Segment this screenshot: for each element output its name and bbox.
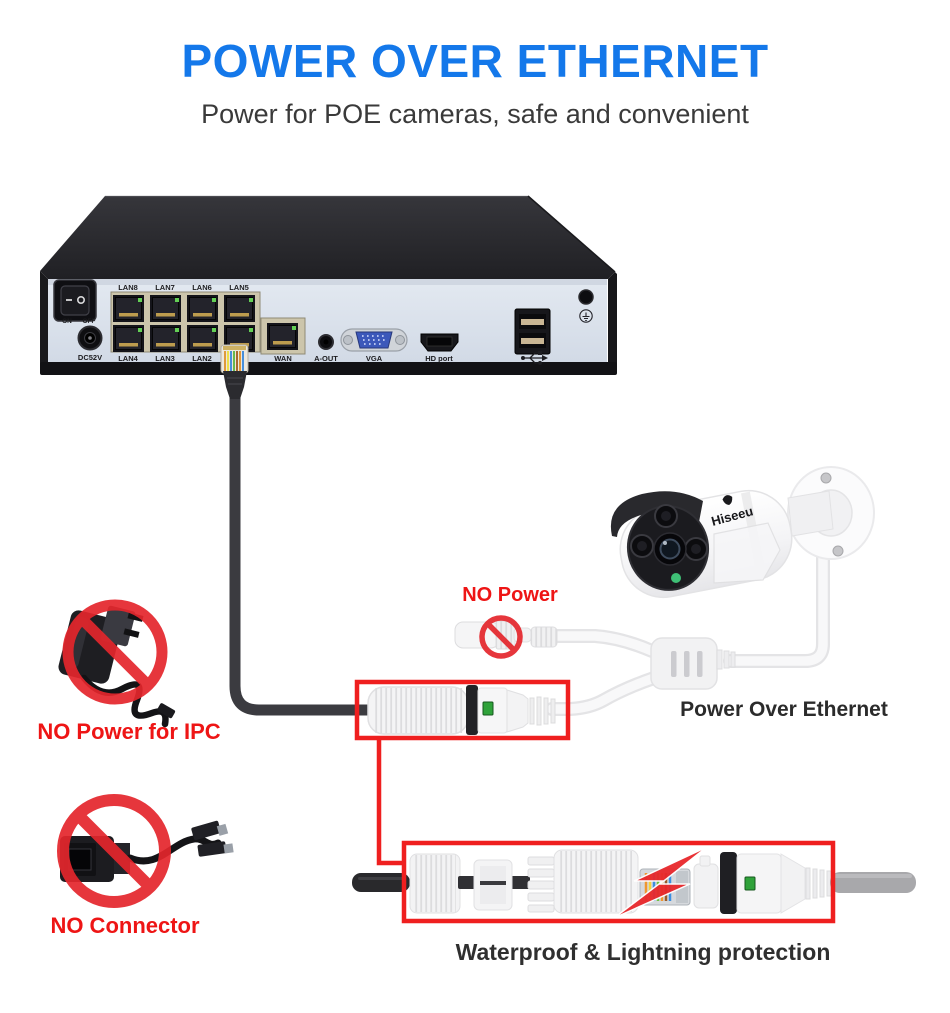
wan-port — [260, 317, 306, 355]
camera: Hiseeu — [610, 466, 875, 599]
poe-pigtail-junction — [650, 637, 736, 690]
lan5-label: LAN5 — [229, 283, 249, 292]
bracket-screw — [832, 545, 844, 557]
nvr-right-side — [608, 272, 617, 374]
ethernet-coupler — [60, 820, 234, 882]
switch-on-label: ON — [62, 318, 72, 325]
lan2-port — [186, 324, 219, 353]
vga-label: VGA — [366, 354, 383, 363]
dc-power-jack — [77, 325, 103, 351]
ground-icon — [579, 309, 593, 323]
lan6-label: LAN6 — [192, 283, 212, 292]
waterproof-lightning-label: Waterproof & Lightning protection — [455, 939, 831, 965]
lan6-port — [186, 294, 219, 323]
audio-out-jack — [318, 334, 334, 350]
hdmi-port — [420, 333, 459, 352]
camera-sun-hood — [610, 491, 703, 537]
audio-out-label: A-OUT — [314, 354, 338, 363]
socket-led — [744, 876, 756, 891]
no-connector-label: NO Connector — [50, 913, 200, 938]
prohibition-icon-dc-plug — [479, 615, 523, 659]
camera-cable — [545, 545, 830, 716]
hdmi-label: HD port — [425, 354, 453, 363]
waterproof-connector-assembly — [352, 846, 916, 919]
lan3-label: LAN3 — [155, 354, 175, 363]
switch-off-label: OFF — [83, 318, 96, 325]
lan7-label: LAN7 — [155, 283, 175, 292]
nvr-bottom-edge — [40, 362, 617, 375]
rj45-cable-plug — [220, 344, 249, 399]
dc-connector-pair — [454, 620, 558, 650]
usb-ports — [514, 308, 551, 355]
compression-claw — [527, 849, 639, 914]
nvr-recorder: ON OFF DC52V LAN8 LAN7 LAN6 LAN5 LAN4 LA… — [40, 195, 617, 375]
page-subtitle: Power for POE cameras, safe and convenie… — [201, 99, 749, 129]
lan-port-block — [110, 291, 261, 353]
highlight-box-assembly — [401, 840, 836, 924]
status-led — [671, 573, 681, 583]
usb-icon — [521, 351, 548, 365]
ethernet-cable-black — [220, 344, 374, 716]
lan7-port — [149, 294, 182, 323]
dc-label: DC52V — [78, 353, 102, 362]
bracket-screw — [820, 472, 832, 484]
lan8-label: LAN8 — [118, 283, 138, 292]
poe-waterproof-connector — [367, 685, 556, 735]
nvr-left-side — [40, 271, 48, 374]
nvr-top-face — [40, 196, 615, 279]
camera-bracket — [787, 466, 875, 560]
camera-lens — [653, 532, 687, 566]
no-power-label: NO Power — [462, 584, 558, 606]
no-power-for-ipc-label: NO Power for IPC — [37, 719, 221, 744]
lan4-port — [112, 324, 145, 353]
prohibition-icon-power-adapter — [62, 599, 168, 705]
lan5-port — [223, 294, 256, 323]
ir-leds — [630, 504, 708, 561]
power-over-ethernet-label: Power Over Ethernet — [680, 698, 888, 721]
lan4-label: LAN4 — [118, 354, 138, 363]
highlight-box-splitter — [354, 679, 571, 741]
page-title: POWER OVER ETHERNET — [181, 35, 769, 87]
brand-logo-icon — [722, 495, 733, 505]
prohibition-icon-coupler — [57, 794, 171, 908]
lan3-port — [149, 324, 182, 353]
chassis-knob — [578, 289, 594, 305]
splitter-led — [482, 701, 494, 716]
wan-label: WAN — [274, 354, 292, 363]
vga-port — [340, 328, 408, 352]
highlight-connector-line — [376, 738, 404, 866]
power-switch — [53, 279, 97, 322]
lightning-icon — [613, 846, 708, 919]
lan2-label: LAN2 — [192, 354, 212, 363]
lan8-port — [112, 294, 145, 323]
